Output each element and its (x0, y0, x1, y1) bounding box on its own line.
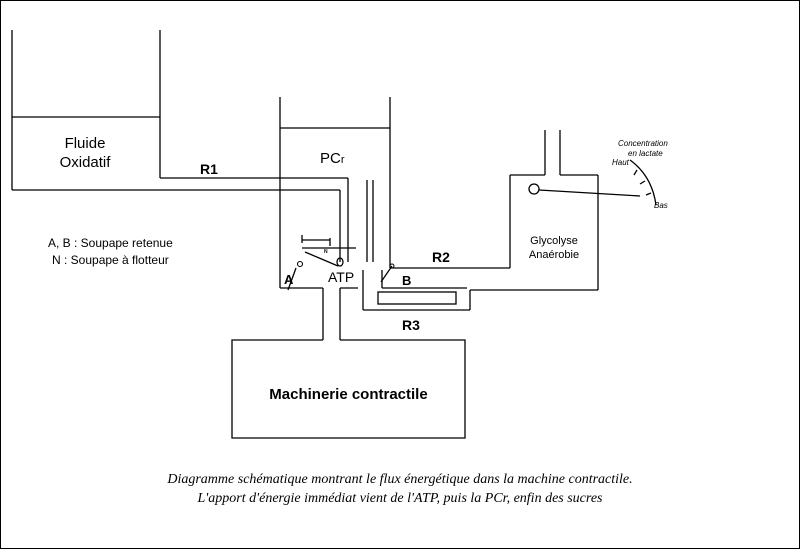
fluid-tank-label-line1: Fluide (64, 135, 106, 152)
glycolysis-tank (470, 130, 641, 291)
atp-outlet-pipes (280, 287, 358, 340)
gauge-title-line1: Concentration (618, 139, 668, 148)
pcr-label-main: PC (320, 150, 341, 167)
pipe-r1 (12, 177, 349, 262)
pcr-label-sub: r (340, 154, 345, 166)
caption-line2: L'apport d'énergie immédiat vient de l'A… (197, 491, 603, 506)
pcr-label: PCr (320, 151, 345, 166)
lactate-gauge (629, 159, 657, 206)
contractile-machinery-label: Machinerie contractile (269, 386, 428, 403)
contractile-machinery-box (231, 339, 466, 439)
legend-line1: A, B : Soupape retenue (48, 236, 173, 250)
valve-b (380, 263, 395, 283)
atp-label: ATP (328, 269, 355, 285)
caption-line1: Diagramme schématique montrant le flux é… (167, 472, 633, 487)
pipe-r2-label: R2 (432, 249, 450, 265)
valve-a (287, 260, 304, 291)
oxidative-fluid-tank (11, 30, 161, 190)
pipe-r1-label: R1 (200, 161, 218, 177)
gauge-low-label: Bas (654, 201, 668, 210)
pcr-tank (279, 97, 391, 288)
valve-b-label: B (402, 273, 412, 288)
legend-line2: N : Soupape à flotteur (52, 253, 169, 267)
glycolysis-label-line1: Glycolyse (530, 235, 578, 247)
gauge-high-label: Haut (612, 158, 629, 167)
pipe-r3-label: R3 (402, 317, 420, 333)
valve-a-label: A (284, 272, 294, 287)
gauge-title-line2: en lactate (628, 149, 663, 158)
float-valve-n (301, 235, 356, 267)
glycolysis-label-line2: Anaérobie (528, 249, 580, 261)
pipe-r3 (362, 270, 471, 311)
fluid-tank-label-line2: Oxidatif (59, 154, 111, 171)
valve-n-label: N (324, 249, 328, 255)
